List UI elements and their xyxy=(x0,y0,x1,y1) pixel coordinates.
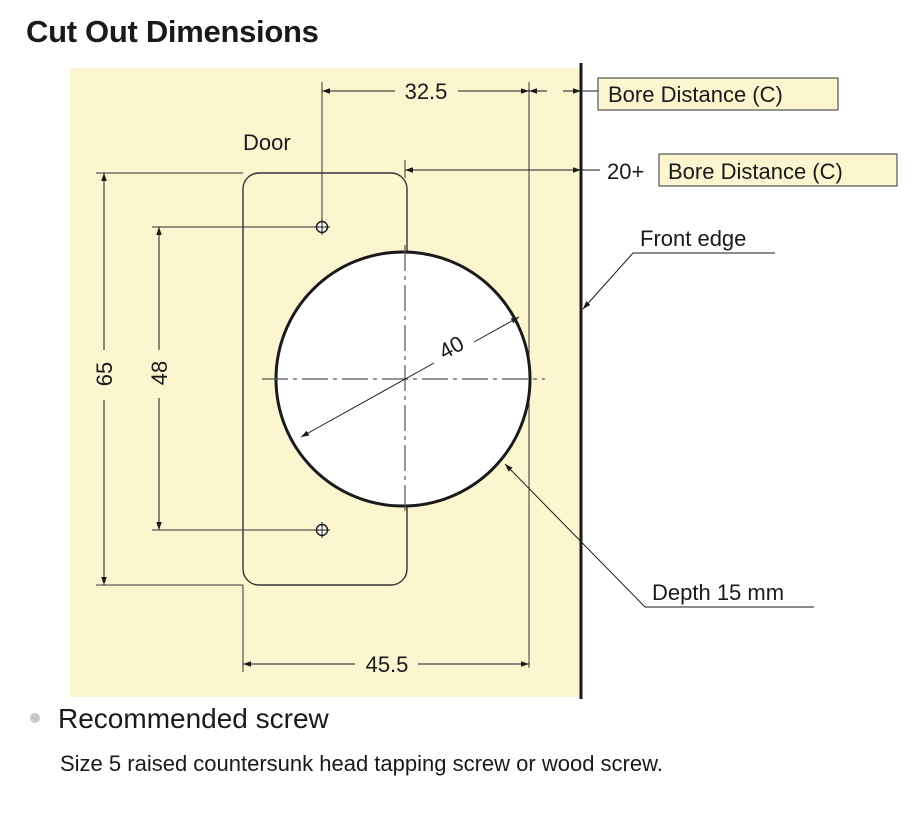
bore-distance-box-2 xyxy=(658,153,898,187)
depth-label: Depth 15 mm xyxy=(652,580,784,605)
screw-hole-top xyxy=(314,219,330,235)
dim-48-label: 48 xyxy=(147,361,172,385)
door-label: Door xyxy=(243,130,291,155)
bore-center-lines xyxy=(262,245,545,515)
dim-45-5-label: 45.5 xyxy=(366,652,409,677)
page-title: Cut Out Dimensions xyxy=(26,14,319,49)
bore-distance-label-1: Bore Distance (C) xyxy=(608,82,783,107)
dim-40-line-upper xyxy=(473,316,520,343)
dim-20-plus-prefix: 20+ xyxy=(607,159,644,184)
dim-32-5-label: 32.5 xyxy=(405,79,448,104)
depth-leader xyxy=(504,463,814,608)
front-edge-label: Front edge xyxy=(640,226,746,251)
bore-distance-label-2: Bore Distance (C) xyxy=(668,159,843,184)
recommended-screw-text: Size 5 raised countersunk head tapping s… xyxy=(60,751,663,776)
screw-hole-bottom xyxy=(314,522,330,538)
bore-distance-box-1 xyxy=(597,77,839,111)
note-bullet xyxy=(30,713,40,723)
front-edge-leader xyxy=(582,252,775,310)
dim-65-label: 65 xyxy=(92,362,117,386)
recommended-screw-heading: Recommended screw xyxy=(58,703,329,734)
dim-40-line-lower xyxy=(300,362,435,438)
